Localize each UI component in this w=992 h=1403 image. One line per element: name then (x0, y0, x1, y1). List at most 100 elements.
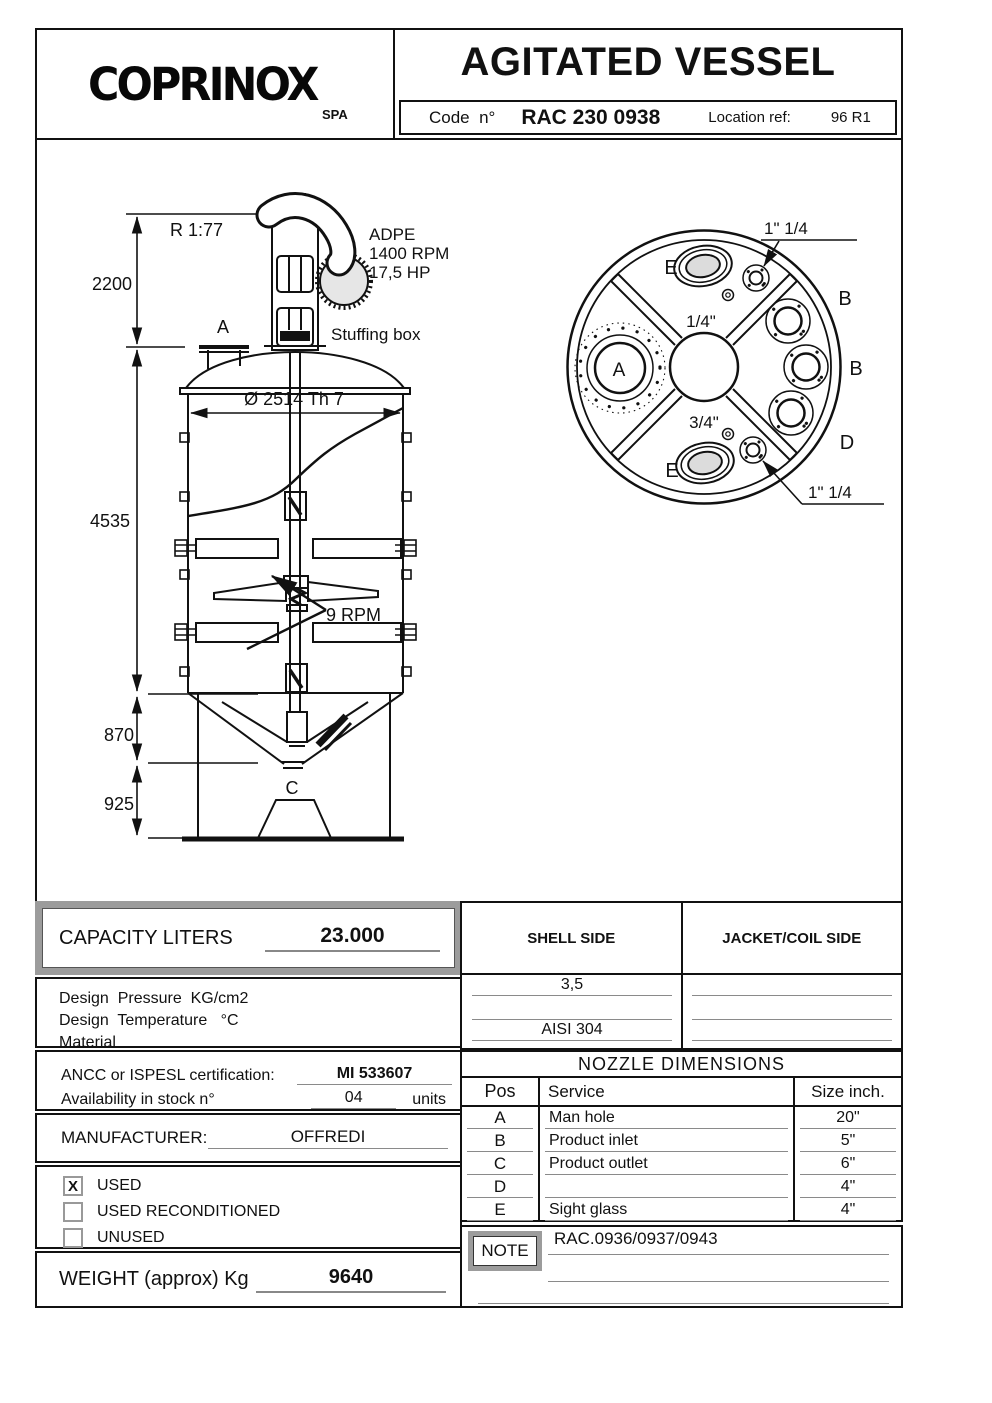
nozzle-table: NOZZLE DIMENSIONS Pos Service Size inch.… (460, 1050, 903, 1222)
code-value: RAC 230 0938 (521, 105, 661, 129)
code-box: Code n° RAC 230 0938 Location ref: 96 R1 (399, 100, 897, 135)
shell-side-header: SHELL SIDE (460, 901, 683, 975)
material-label: Material (59, 1034, 116, 1051)
unused-checkbox[interactable] (63, 1228, 83, 1248)
code-label: Code n° (429, 107, 496, 127)
condition-box: X USED USED RECONDITIONED UNUSED (35, 1165, 462, 1249)
row-size: 5" (800, 1130, 896, 1152)
used-reconditioned-label: USED RECONDITIONED (97, 1203, 281, 1220)
row-pos: C (467, 1153, 533, 1175)
company-logo: COPRINOX (88, 57, 319, 111)
location-ref-label: Location ref: (708, 109, 791, 126)
dim-4535-label: 4535 (90, 511, 130, 531)
shell-temperature-value (472, 1000, 672, 1020)
weight-value: 9640 (256, 1266, 446, 1293)
reducer-ratio-label: R 1:77 (170, 220, 223, 240)
dim-2200-label: 2200 (92, 274, 132, 294)
nozzle-e-top-label: E (664, 257, 677, 279)
small-top-size-label: 1/4" (686, 312, 716, 331)
motor-power-label: 17,5 HP (369, 263, 430, 282)
top-view (566, 229, 884, 505)
manufacturer-box: MANUFACTURER: OFFREDI (35, 1113, 462, 1163)
row-size: 4" (800, 1199, 896, 1221)
nozzle-table-title: NOZZLE DIMENSIONS (462, 1052, 901, 1078)
small-bottom-size-label: 3/4" (689, 413, 719, 432)
certification-box: ANCC or ISPESL certification: MI 533607 … (35, 1050, 462, 1111)
table-row: E Sight glass 4" (462, 1199, 901, 1222)
agitator-speed-label: 9 RPM (326, 605, 381, 625)
table-row: D 4" (462, 1176, 901, 1199)
motor-speed-label: 1400 RPM (369, 244, 449, 263)
nozzle-table-header: Pos Service Size inch. (462, 1078, 901, 1107)
weight-box: WEIGHT (approx) Kg 9640 (35, 1251, 462, 1308)
nozzle-e-bottom-label: E (665, 460, 678, 482)
weight-label: WEIGHT (approx) Kg (59, 1268, 249, 1290)
nozzle-b-top-label: B (838, 288, 851, 310)
row-size: 20" (800, 1107, 896, 1129)
note-value: RAC.0936/0937/0943 (548, 1229, 889, 1255)
dim-925-label: 925 (104, 794, 134, 814)
stuffing-box-label: Stuffing box (331, 325, 421, 344)
vessel-technical-drawing: 2200 4535 870 925 R 1:77 ADPE 1400 RPM 1… (90, 192, 884, 842)
note-blank-line (478, 1289, 889, 1304)
shell-jacket-values: 3,5 AISI 304 (460, 973, 903, 1050)
condition-option-unused: UNUSED (63, 1227, 460, 1249)
row-pos: B (467, 1130, 533, 1152)
shell-pressure-value: 3,5 (472, 976, 672, 996)
jacket-side-header: JACKET/COIL SIDE (680, 901, 903, 975)
manufacturer-label: MANUFACTURER: (61, 1128, 208, 1147)
diameter-label: Ø 2514 Th 7 (244, 389, 344, 409)
motor-type-label: ADPE (369, 225, 415, 244)
used-reconditioned-checkbox[interactable] (63, 1202, 83, 1222)
note-label: NOTE (473, 1236, 537, 1266)
used-label: USED (97, 1177, 142, 1194)
used-checkbox[interactable]: X (63, 1176, 83, 1196)
jacket-temperature-value (692, 1000, 892, 1020)
note-blank-line (548, 1264, 889, 1282)
availability-label: Availability in stock n° (61, 1091, 215, 1108)
dim-870-label: 870 (104, 725, 134, 745)
availability-units: units (412, 1091, 446, 1108)
nozzle-bottom-size-label: 1" 1/4 (808, 483, 852, 502)
side-view (126, 192, 417, 842)
manhole-a-label: A (613, 360, 626, 381)
nozzle-a-side-label: A (217, 317, 229, 337)
location-ref-value: 96 R1 (830, 109, 871, 126)
manufacturer-value: OFFREDI (208, 1127, 448, 1149)
col-size-header: Size inch. (793, 1078, 901, 1105)
row-service: Man hole (545, 1107, 788, 1129)
certification-label: ANCC or ISPESL certification: (61, 1067, 275, 1084)
row-pos: D (467, 1176, 533, 1198)
row-pos: E (467, 1199, 533, 1221)
row-service: Product outlet (545, 1153, 788, 1175)
row-service (545, 1176, 788, 1198)
condition-option-reconditioned: USED RECONDITIONED (63, 1201, 460, 1223)
nozzle-top-size-label: 1" 1/4 (764, 219, 808, 238)
nozzle-d-label: D (840, 432, 854, 454)
row-size: 4" (800, 1176, 896, 1198)
jacket-pressure-value (692, 976, 892, 996)
capacity-box: CAPACITY LITERS 23.000 (35, 901, 462, 975)
shell-jacket-header: SHELL SIDE JACKET/COIL SIDE (460, 901, 903, 975)
availability-value: 04 (311, 1089, 397, 1109)
table-row: A Man hole 20" (462, 1107, 901, 1130)
nozzle-b-mid-label: B (849, 358, 862, 380)
note-box: NOTE RAC.0936/0937/0943 (460, 1225, 903, 1308)
condition-option-used: X USED (63, 1175, 460, 1197)
drawing-area: 2200 4535 870 925 R 1:77 ADPE 1400 RPM 1… (35, 138, 903, 903)
design-data-box: Design Pressure KG/cm2 Design Temperatur… (35, 977, 462, 1051)
page-title: AGITATED VESSEL (460, 40, 836, 84)
design-temperature-label: Design Temperature °C (59, 1012, 239, 1029)
table-row: B Product inlet 5" (462, 1130, 901, 1153)
logo-cell: COPRINOX SPA (35, 28, 395, 140)
unused-label: UNUSED (97, 1229, 165, 1246)
col-service-header: Service (538, 1078, 793, 1105)
row-pos: A (467, 1107, 533, 1129)
capacity-label: CAPACITY LITERS (59, 926, 233, 949)
shell-material-value: AISI 304 (472, 1021, 672, 1041)
company-logo-suffix: SPA (321, 107, 348, 122)
row-service: Sight glass (545, 1199, 788, 1221)
certification-value: MI 533607 (297, 1065, 452, 1085)
row-size: 6" (800, 1153, 896, 1175)
jacket-material-value (692, 1021, 892, 1041)
